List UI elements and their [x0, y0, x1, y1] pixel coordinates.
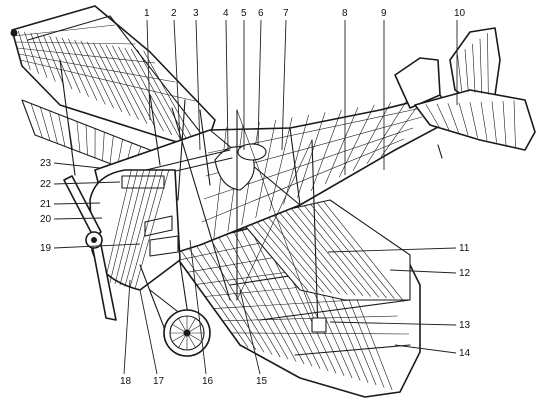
callout-label-20: 20 — [40, 214, 52, 225]
leader-line-22 — [53, 181, 121, 185]
callout-label-14: 14 — [459, 348, 471, 359]
callout-label-9: 9 — [381, 8, 387, 19]
propeller — [63, 175, 117, 321]
landing-gear — [139, 261, 211, 357]
callout-label-8: 8 — [342, 8, 348, 19]
leader-line-7 — [281, 19, 287, 151]
leader-line-13 — [329, 321, 457, 326]
callout-label-23: 23 — [40, 158, 52, 169]
leader-line-18 — [123, 279, 131, 375]
callout-label-22: 22 — [40, 179, 52, 190]
callout-label-6: 6 — [258, 8, 264, 19]
callout-label-7: 7 — [283, 8, 289, 19]
leader-line-1 — [146, 19, 151, 121]
leader-lines — [53, 19, 458, 375]
callout-label-13: 13 — [459, 320, 471, 331]
callout-label-2: 2 — [171, 8, 177, 19]
cockpit-area — [124, 94, 267, 301]
leader-line-21 — [53, 202, 101, 205]
callout-label-19: 19 — [40, 243, 52, 254]
callout-label-1: 1 — [144, 8, 150, 19]
callout-label-18: 18 — [120, 376, 132, 387]
leader-line-12 — [389, 269, 457, 274]
callout-label-21: 21 — [40, 199, 52, 210]
leader-line-19 — [53, 243, 141, 249]
leader-line-16 — [189, 239, 207, 375]
leader-line-2 — [173, 19, 181, 141]
tail-assembly — [394, 27, 536, 159]
leader-line-20 — [53, 217, 103, 220]
struts — [59, 59, 327, 333]
callout-label-10: 10 — [454, 8, 466, 19]
leader-line-6 — [257, 19, 262, 146]
callout-label-4: 4 — [223, 8, 229, 19]
callout-label-16: 16 — [202, 376, 214, 387]
callout-label-12: 12 — [459, 268, 471, 279]
leader-line-11 — [327, 247, 457, 253]
upper-wing — [10, 5, 216, 151]
leader-line-15 — [239, 289, 261, 375]
callout-label-5: 5 — [241, 8, 247, 19]
leader-line-3 — [195, 19, 201, 151]
callout-label-11: 11 — [459, 243, 470, 254]
leader-line-23 — [53, 162, 101, 169]
callout-label-15: 15 — [256, 376, 268, 387]
leader-line-4 — [225, 19, 229, 151]
callout-label-17: 17 — [153, 376, 165, 387]
leader-line-14 — [394, 344, 457, 354]
callout-label-3: 3 — [193, 8, 199, 19]
leader-line-17 — [139, 289, 158, 375]
